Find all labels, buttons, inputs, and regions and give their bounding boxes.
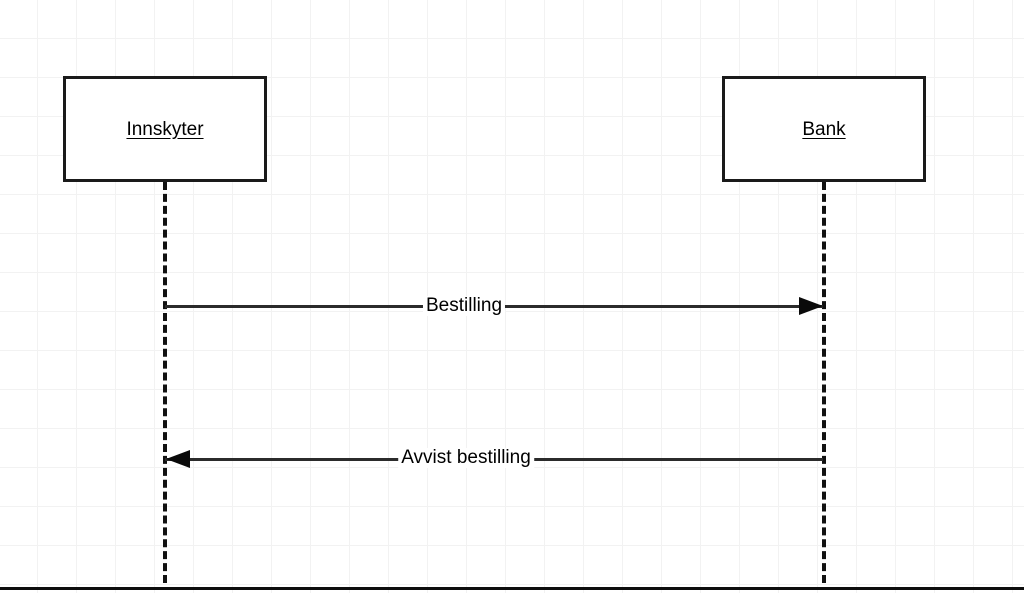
lifeline-bank[interactable] <box>822 182 826 583</box>
arrowhead-left-icon <box>166 450 190 468</box>
lifeline-innskyter[interactable] <box>163 182 167 583</box>
participant-box-innskyter[interactable]: Innskyter <box>63 76 267 182</box>
participant-box-bank[interactable]: Bank <box>722 76 926 182</box>
arrowhead-right-icon <box>799 297 823 315</box>
message-label-bestilling: Bestilling <box>422 296 506 316</box>
participant-label-innskyter: Innskyter <box>126 118 204 140</box>
message-label-avvist-bestilling: Avvist bestilling <box>398 448 534 468</box>
participant-label-bank: Bank <box>802 118 846 140</box>
page-boundary-rule <box>0 587 1024 590</box>
